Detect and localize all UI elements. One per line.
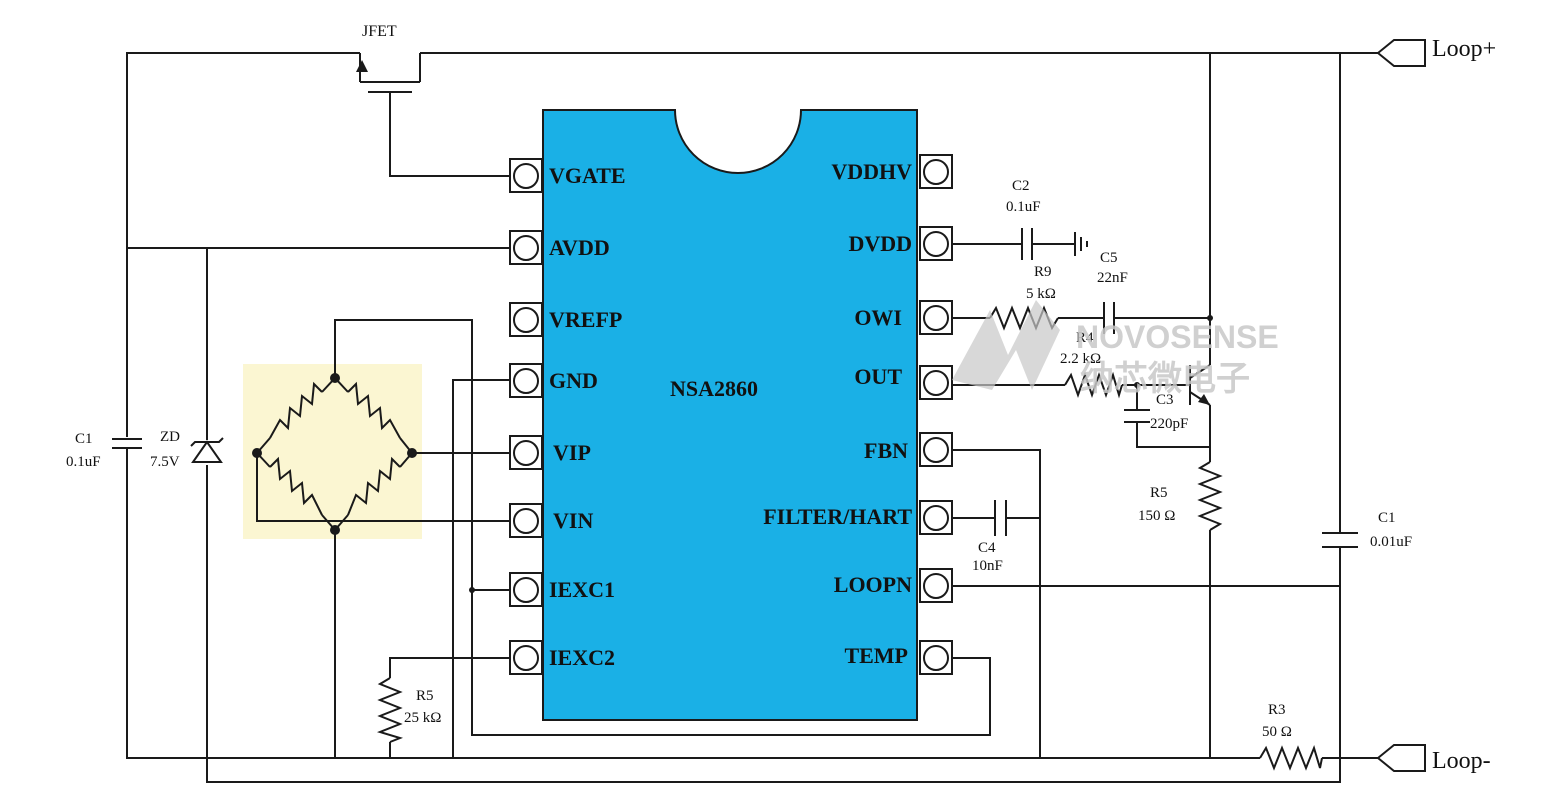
r3-name: R3 bbox=[1268, 702, 1286, 718]
pin-filter-hart: FILTER/HART bbox=[763, 500, 953, 535]
pin-vddhv: VDDHV bbox=[831, 154, 953, 189]
resistor-r5-right: R5 150 Ω bbox=[1138, 461, 1223, 531]
resistor-bridge bbox=[256, 377, 413, 531]
pin-avdd: AVDD bbox=[509, 230, 610, 265]
r5-left-name: R5 bbox=[416, 688, 434, 704]
pin-iexc1: IEXC1 bbox=[509, 572, 615, 607]
pin-iexc2-label: IEXC2 bbox=[549, 645, 615, 670]
r3-value: 50 Ω bbox=[1262, 724, 1292, 740]
c3-value: 220pF bbox=[1150, 416, 1188, 432]
zd-name: ZD bbox=[160, 429, 180, 445]
pin-gnd: GND bbox=[509, 363, 598, 398]
port-loop-plus: Loop+ bbox=[1376, 36, 1496, 67]
bridge-highlight bbox=[243, 364, 422, 539]
pin-fbn-label: FBN bbox=[864, 438, 908, 463]
pin-dvdd: DVDD bbox=[848, 226, 953, 261]
pin-temp: TEMP bbox=[844, 640, 953, 675]
loop-minus-label: Loop- bbox=[1432, 748, 1491, 774]
r9-value: 5 kΩ bbox=[1026, 286, 1056, 302]
pin-vddhv-label: VDDHV bbox=[831, 159, 912, 184]
port-loop-minus: Loop- bbox=[1376, 744, 1491, 774]
c4-value: 10nF bbox=[972, 558, 1003, 574]
pin-filter-hart-label: FILTER/HART bbox=[763, 504, 912, 529]
pin-owi: OWI bbox=[854, 300, 953, 335]
pin-iexc1-label: IEXC1 bbox=[549, 577, 615, 602]
resistor-r3: R3 50 Ω bbox=[1259, 702, 1323, 771]
pin-gnd-label: GND bbox=[549, 368, 598, 393]
c4-name: C4 bbox=[978, 540, 996, 556]
c2-value: 0.1uF bbox=[1006, 199, 1041, 215]
npn-transistor bbox=[1189, 364, 1211, 406]
pin-loopn-label: LOOPN bbox=[834, 572, 912, 597]
zener-diode-zd: ZD 7.5V bbox=[150, 429, 224, 470]
pin-vip-label: VIP bbox=[553, 440, 591, 465]
pin-vin-label: VIN bbox=[553, 508, 593, 533]
capacitor-c2: C2 0.1uF bbox=[1006, 178, 1088, 260]
resistor-r5-left: R5 25 kΩ bbox=[376, 677, 441, 743]
zd-value: 7.5V bbox=[150, 454, 180, 470]
pin-fbn: FBN bbox=[864, 432, 953, 467]
resistor-r4: R4 2.2 kΩ bbox=[1060, 330, 1123, 399]
c5-value: 22nF bbox=[1097, 270, 1128, 286]
c1-left-value: 0.1uF bbox=[66, 454, 101, 470]
c1-left-name: C1 bbox=[75, 431, 93, 447]
loop-plus-label: Loop+ bbox=[1432, 36, 1496, 62]
pin-dvdd-label: DVDD bbox=[848, 231, 912, 256]
c2-name: C2 bbox=[1012, 178, 1030, 194]
watermark-brand: NOVOSENSE bbox=[1076, 319, 1279, 355]
pin-temp-label: TEMP bbox=[844, 643, 908, 668]
c5-name: C5 bbox=[1100, 250, 1118, 266]
pin-out: OUT bbox=[854, 364, 953, 400]
pin-owi-label: OWI bbox=[854, 305, 902, 330]
r4-name: R4 bbox=[1076, 330, 1094, 346]
watermark-chinese: 纳芯微电子 bbox=[1080, 360, 1250, 398]
c1-right-value: 0.01uF bbox=[1370, 534, 1412, 550]
pin-vgate: VGATE bbox=[509, 158, 626, 193]
novosense-watermark: NOVOSENSE 纳芯微电子 bbox=[952, 300, 1279, 398]
jfet-label: JFET bbox=[362, 23, 397, 40]
right-pins: VDDHV DVDD OWI OUT FBN FILTER/HART bbox=[763, 154, 953, 675]
capacitor-c5: C5 22nF bbox=[1097, 250, 1128, 334]
c1-right-name: C1 bbox=[1378, 510, 1396, 526]
capacitor-c1-right: C1 0.01uF bbox=[1322, 510, 1412, 550]
pin-vin: VIN bbox=[509, 503, 593, 538]
r9-name: R9 bbox=[1034, 264, 1052, 280]
pin-vrefp-label: VREFP bbox=[549, 307, 622, 332]
nsa2860-chip: NSA2860 bbox=[542, 109, 918, 721]
capacitor-c3: C3 220pF bbox=[1124, 392, 1188, 432]
jfet: JFET bbox=[356, 23, 421, 93]
wires bbox=[126, 52, 1378, 783]
capacitor-c1-left: C1 0.1uF bbox=[66, 431, 142, 470]
r5-right-value: 150 Ω bbox=[1138, 508, 1175, 524]
r4-value: 2.2 kΩ bbox=[1060, 351, 1101, 367]
pin-loopn: LOOPN bbox=[834, 568, 953, 603]
left-pins: VGATE AVDD VREFP GND VIP VIN bbox=[509, 158, 626, 675]
pin-vgate-label: VGATE bbox=[549, 163, 626, 188]
pin-iexc2: IEXC2 bbox=[509, 640, 615, 675]
novosense-logo-mark bbox=[952, 300, 1060, 390]
capacitor-c4: C4 10nF bbox=[972, 500, 1007, 574]
r5-left-value: 25 kΩ bbox=[404, 710, 441, 726]
pin-vrefp: VREFP bbox=[509, 302, 622, 337]
c3-name: C3 bbox=[1156, 392, 1174, 408]
pin-avdd-label: AVDD bbox=[549, 235, 610, 260]
pin-vip: VIP bbox=[509, 435, 591, 470]
chip-name: NSA2860 bbox=[670, 376, 758, 401]
r5-right-name: R5 bbox=[1150, 485, 1168, 501]
pin-out-label: OUT bbox=[854, 364, 902, 389]
